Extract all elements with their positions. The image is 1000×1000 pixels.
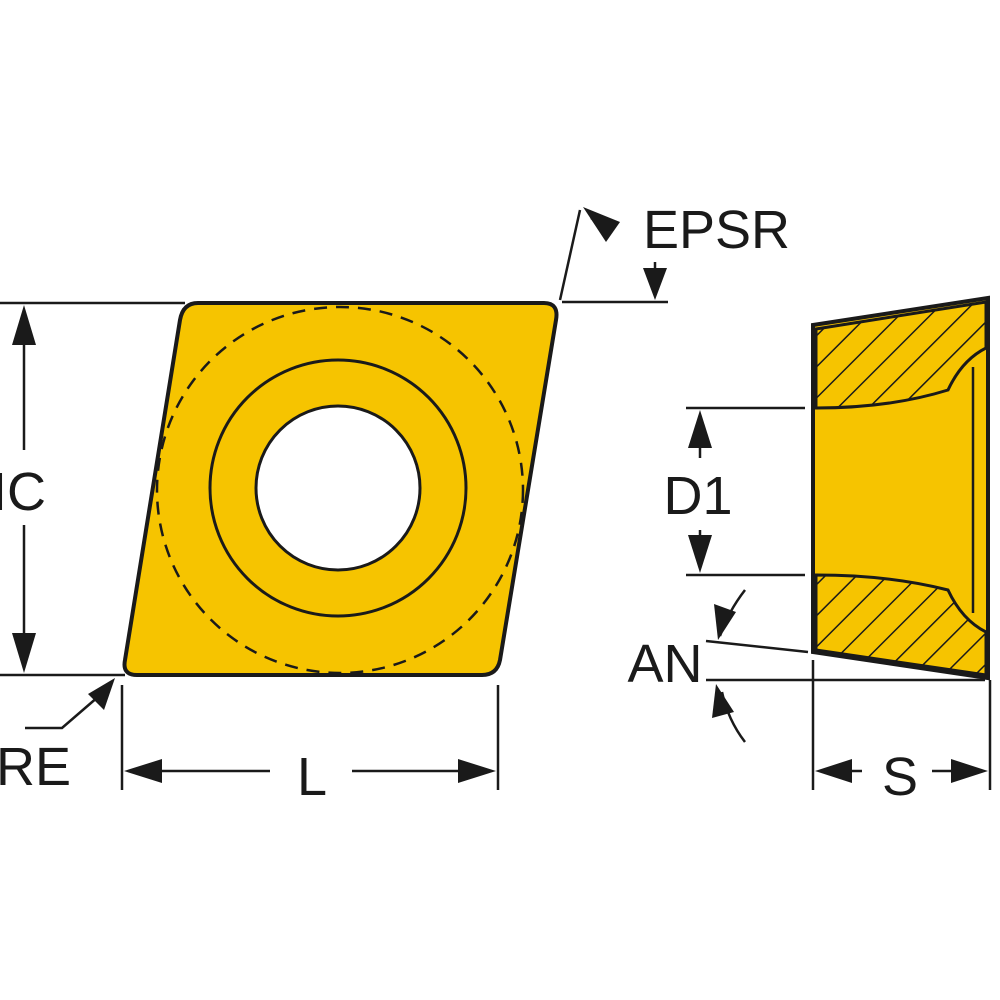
epsr-dimension: EPSR (558, 200, 790, 304)
l-dimension: L (120, 685, 500, 807)
side-hatch-top (814, 300, 988, 410)
re-label: RE (0, 737, 71, 797)
ic-dimension: IC (0, 301, 185, 677)
l-arrow-left (124, 759, 162, 783)
s-arrow-left (815, 759, 852, 783)
inscribed-circle-dashed (155, 305, 525, 675)
center-hole (254, 404, 422, 572)
re-arrow (88, 678, 115, 710)
insert-side-view (811, 295, 990, 681)
d1-dimension: D1 (663, 406, 805, 577)
d1-label: D1 (663, 466, 732, 526)
side-hatch-bottom (814, 573, 988, 677)
re-dimension: RE (0, 678, 115, 797)
countersink-ring (208, 358, 468, 618)
l-arrow-right (458, 759, 496, 783)
epsr-arrow-right (643, 268, 667, 300)
epsr-arrow-top (583, 207, 620, 242)
an-label: AN (627, 634, 702, 694)
ic-arrow-bottom (12, 633, 36, 673)
epsr-label: EPSR (643, 200, 790, 260)
insert-top-view (122, 301, 559, 677)
ic-arrow-top (12, 305, 36, 345)
ic-label: IC (0, 462, 46, 522)
s-arrow-right (951, 759, 988, 783)
an-arrow-bottom (712, 684, 734, 718)
l-label: L (297, 747, 327, 807)
d1-arrow-top (688, 410, 712, 448)
d1-arrow-bottom (688, 535, 712, 573)
an-arrow-top (714, 604, 736, 640)
s-label: S (882, 747, 918, 807)
an-dimension: AN (627, 589, 985, 743)
s-dimension: S (811, 660, 992, 807)
